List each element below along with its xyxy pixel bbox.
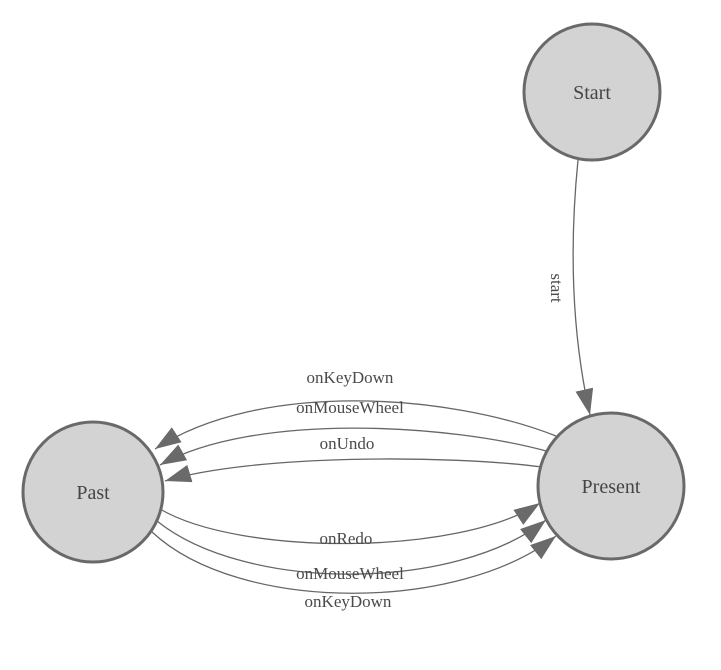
edge-present-to-past-onUndo: onUndo: [164, 434, 543, 483]
edge-label: onUndo: [320, 434, 375, 453]
edge-line: [572, 159, 594, 416]
edge-present-to-past-onKeyDown: onKeyDown: [154, 368, 557, 450]
node-label-start: Start: [573, 82, 611, 104]
edge-line: [151, 531, 557, 594]
edge-past-to-present-onRedo: onRedo: [159, 502, 541, 548]
edge-line: [159, 427, 551, 466]
edge-label: start: [547, 273, 566, 303]
node-label-past: Past: [76, 482, 110, 504]
node-circle-past: [21, 420, 165, 564]
node-label-present: Present: [582, 476, 641, 498]
edge-present-to-past-onMouseWheel: onMouseWheel: [159, 398, 551, 466]
edge-label: onMouseWheel: [296, 398, 404, 417]
node-circle-start: [522, 22, 662, 162]
edge-line: [156, 519, 547, 575]
edge-label: onKeyDown: [305, 592, 392, 611]
node-present: Present: [536, 411, 686, 561]
edge-label: onKeyDown: [307, 368, 394, 387]
edge-label: onRedo: [320, 529, 373, 548]
edge-line: [164, 458, 543, 483]
node-past: Past: [21, 420, 165, 564]
edge-label: onMouseWheel: [296, 564, 404, 583]
node-start: Start: [522, 22, 662, 162]
edge-past-to-present-onMouseWheel: onMouseWheel: [156, 519, 547, 583]
edge-past-to-present-onKeyDown: onKeyDown: [151, 531, 557, 611]
node-circle-present: [536, 411, 686, 561]
edge-line: [159, 502, 541, 545]
edge-line: [154, 400, 557, 450]
edge-start-to-present-start: start: [547, 159, 594, 416]
